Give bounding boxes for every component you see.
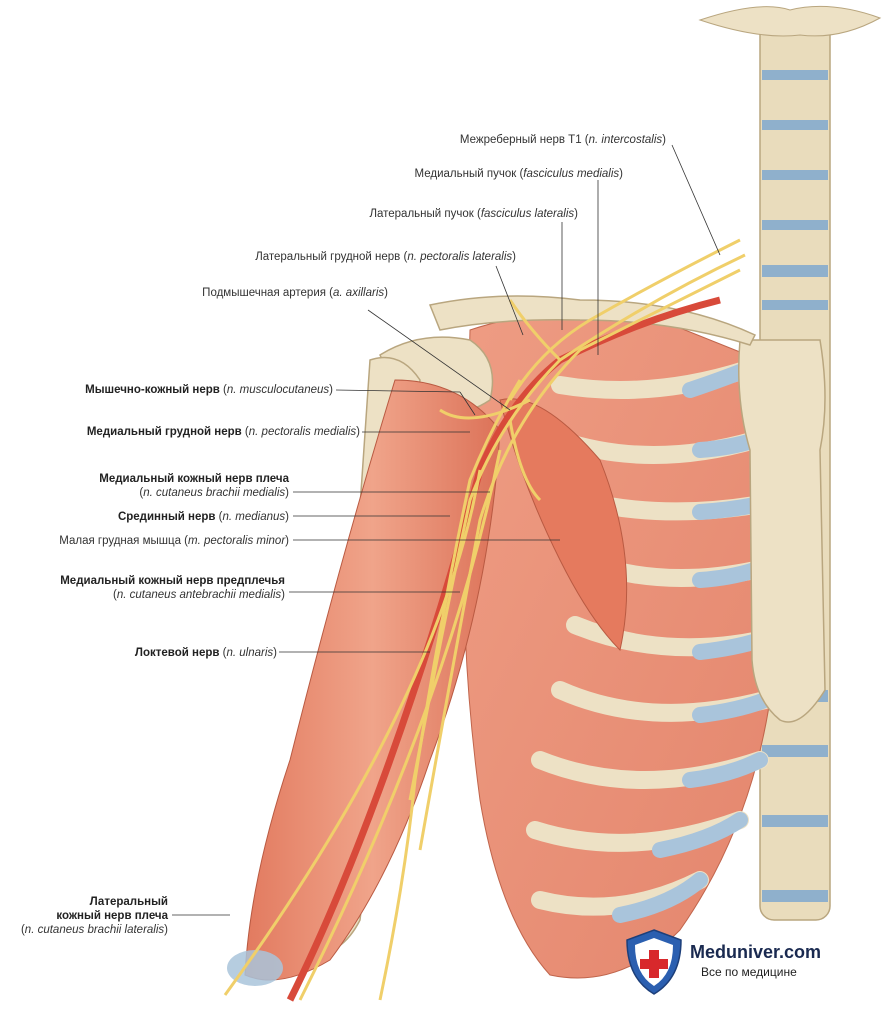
label-ru: Межреберный нерв T1	[459, 134, 582, 146]
arm-muscle	[244, 379, 501, 981]
label-ru: Мышечно-кожный нерв	[85, 384, 220, 396]
label-ru: Латеральный грудной нерв	[255, 251, 401, 263]
label-median-nerve: Срединный нерв (n. medianus)	[117, 511, 289, 523]
label-pectoralis-minor: Малая грудная мышца (m. pectoralis minor…	[59, 535, 289, 547]
label-ru: Подмышечная артерия	[202, 287, 326, 299]
meduniver-logo: Meduniver.com Все по медицине	[623, 928, 883, 998]
shield-cross-icon	[626, 929, 682, 995]
label-ru: Латеральный пучок	[369, 208, 474, 220]
clavicle	[428, 295, 757, 346]
label-ru-line1: Латеральный	[89, 896, 168, 908]
label-medial-pectoral-nerve: Медиальный грудной нерв (n. pectoralis m…	[86, 426, 360, 438]
label-lat: n. intercostalis	[588, 134, 663, 146]
label-intercostal-nerve: Межреберный нерв T1 (n. intercostalis)	[459, 134, 666, 146]
logo-name: Meduniver.com	[690, 942, 822, 962]
label-lat: fasciculus medialis	[523, 168, 620, 180]
label-lat: a. axillaris	[333, 287, 385, 299]
label-ru: Медиальный грудной нерв	[86, 426, 242, 438]
label-lat: fasciculus lateralis	[480, 208, 575, 220]
label-lat: m. pectoralis minor	[188, 535, 286, 547]
label-ru: Медиальный кожный нерв плеча	[99, 473, 289, 485]
label-lateral-cutaneous-arm-nerve: Латеральный кожный нерв плеча (n. cutane…	[20, 896, 168, 936]
label-lat: n. pectoralis medialis	[248, 426, 357, 438]
label-medial-cutaneous-arm-nerve: Медиальный кожный нерв плеча(n. cutaneus…	[99, 473, 289, 499]
label-lat: n. pectoralis lateralis	[407, 251, 513, 263]
label-ru: Медиальный пучок	[414, 168, 517, 180]
label-lateral-cord: Латеральный пучок (fasciculus lateralis)	[369, 208, 578, 220]
logo-tagline: Все по медицине	[701, 965, 797, 979]
label-lat: n. ulnaris	[226, 647, 274, 659]
label-ru: Медиальный кожный нерв предплечья	[60, 575, 285, 587]
label-axillary-artery: Подмышечная артерия (a. axillaris)	[202, 287, 388, 299]
label-ru: Локтевой нерв	[134, 647, 220, 659]
label-ru-line2: кожный нерв плеча	[56, 910, 168, 922]
label-lat: n. medianus	[222, 511, 286, 523]
label-ru: Срединный нерв	[117, 511, 216, 523]
label-medial-cutaneous-forearm-nerve: Медиальный кожный нерв предплечья(n. cut…	[60, 575, 285, 601]
leader-lines	[172, 144, 721, 916]
pectoralis-minor	[499, 398, 628, 651]
label-ulnar-nerve: Локтевой нерв (n. ulnaris)	[134, 647, 277, 659]
label-medial-cord: Медиальный пучок (fasciculus medialis)	[414, 168, 623, 180]
label-lat: n. cutaneus brachii lateralis	[24, 924, 165, 936]
sternum	[738, 339, 826, 723]
nerves	[223, 238, 746, 1001]
label-lat: n. musculocutaneus	[226, 384, 330, 396]
label-lat: n. cutaneus antebrachii medialis	[116, 589, 282, 601]
label-ru: Малая грудная мышца	[59, 535, 181, 547]
label-musculocutaneous-nerve: Мышечно-кожный нерв (n. musculocutaneus)	[85, 384, 333, 396]
label-lat: n. cutaneus brachii medialis	[143, 487, 286, 499]
label-lateral-pectoral-nerve: Латеральный грудной нерв (n. pectoralis …	[255, 251, 516, 263]
